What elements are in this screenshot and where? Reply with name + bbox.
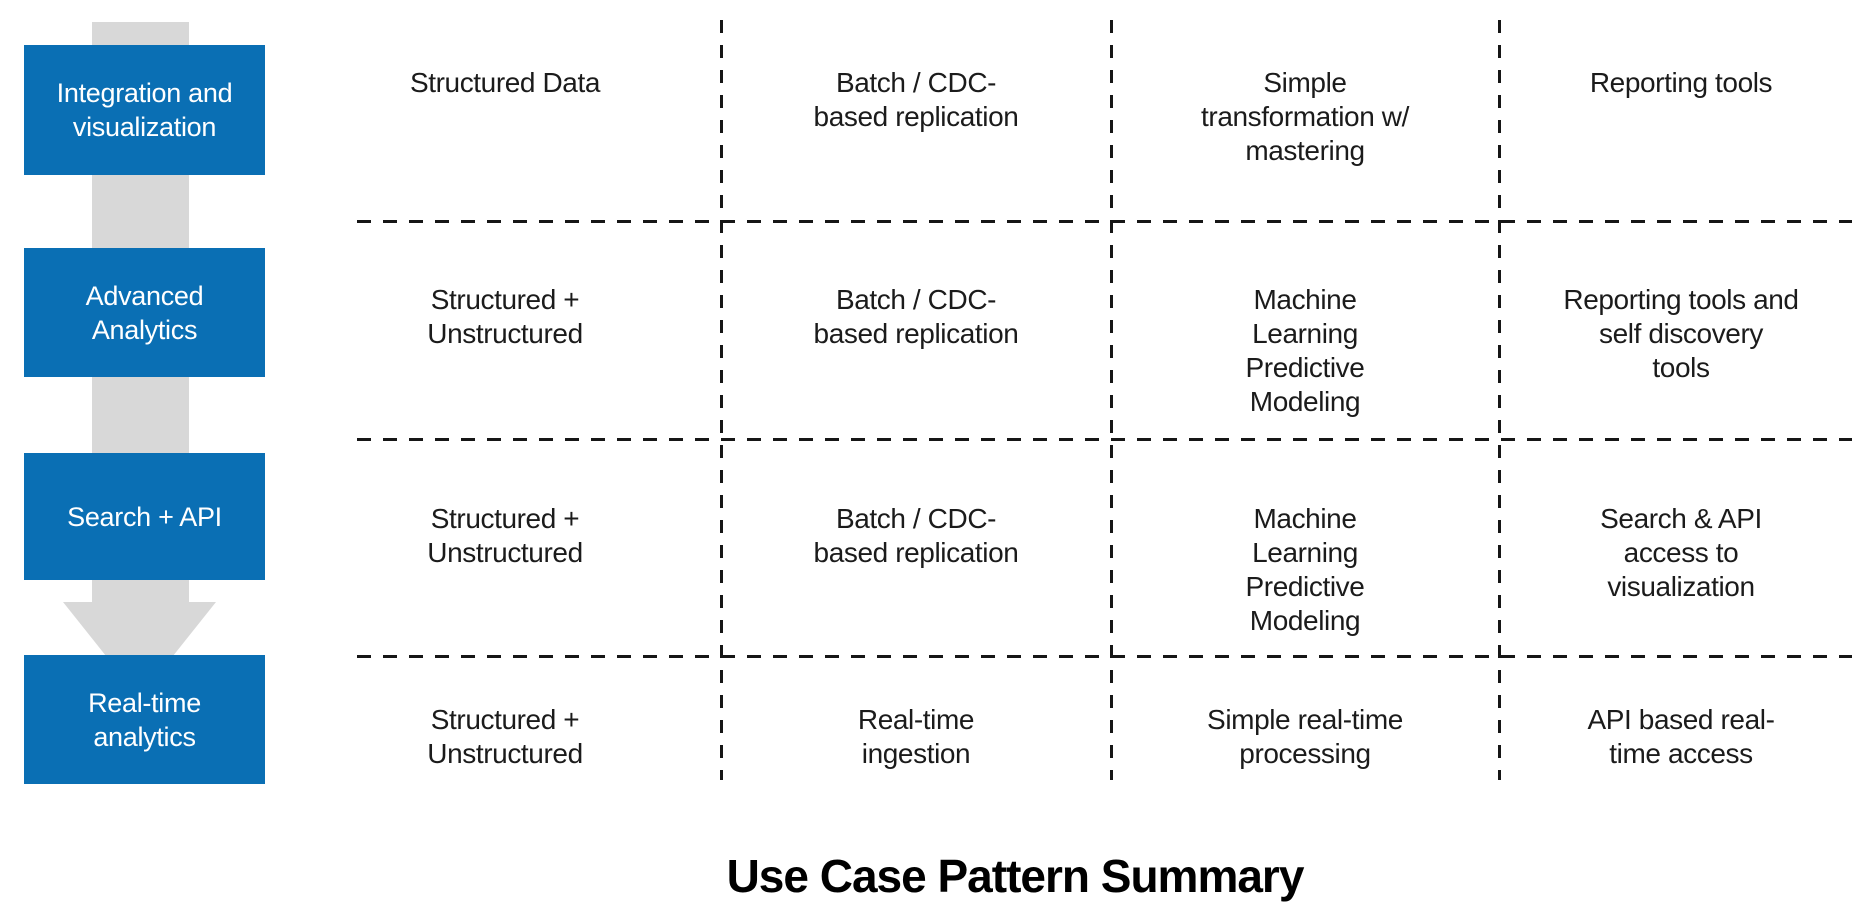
stage-advanced-analytics: Advanced Analytics: [24, 248, 265, 377]
matrix-cell-row4-ingestion: Real-time ingestion: [857, 704, 975, 769]
matrix-cell-row3-data-type: Structured + Unstructured: [427, 503, 583, 568]
column-divider-3: [1498, 20, 1501, 780]
matrix-cell-row2-processing: Machine Learning Predictive Modeling: [1245, 284, 1365, 417]
row-divider-1: [357, 220, 1852, 223]
matrix-cell-row1-data-type: Structured Data: [409, 67, 601, 98]
matrix-cell-row1-access: Reporting tools: [1589, 67, 1773, 98]
matrix-cell-row3-access: Search & API access to visualization: [1600, 503, 1762, 602]
matrix-cell-row2-data-type: Structured + Unstructured: [427, 284, 583, 349]
row-divider-2: [357, 438, 1852, 441]
matrix-cell-row3-ingestion: Batch / CDC- based replication: [813, 503, 1019, 568]
matrix-cell-row2-ingestion: Batch / CDC- based replication: [813, 284, 1019, 349]
stage-real-time-analytics: Real-time analytics: [24, 655, 265, 784]
matrix-cell-row2-access: Reporting tools and self discovery tools: [1563, 284, 1799, 383]
row-divider-3: [357, 655, 1852, 658]
column-divider-1: [720, 20, 723, 780]
stage-integration-and-visualization: Integration and visualization: [24, 45, 265, 175]
matrix-cell-row4-data-type: Structured + Unstructured: [427, 704, 583, 769]
matrix-cell-row3-processing: Machine Learning Predictive Modeling: [1245, 503, 1365, 636]
matrix-cell-row1-processing: Simple transformation w/ mastering: [1201, 67, 1409, 166]
figure-title: Use Case Pattern Summary: [726, 850, 1305, 902]
column-divider-2: [1110, 20, 1113, 780]
matrix-cell-row4-access: API based real- time access: [1587, 704, 1775, 769]
stage-search-api: Search + API: [24, 453, 265, 580]
matrix-cell-row4-processing: Simple real-time processing: [1207, 704, 1403, 769]
matrix-cell-row1-ingestion: Batch / CDC- based replication: [813, 67, 1019, 132]
